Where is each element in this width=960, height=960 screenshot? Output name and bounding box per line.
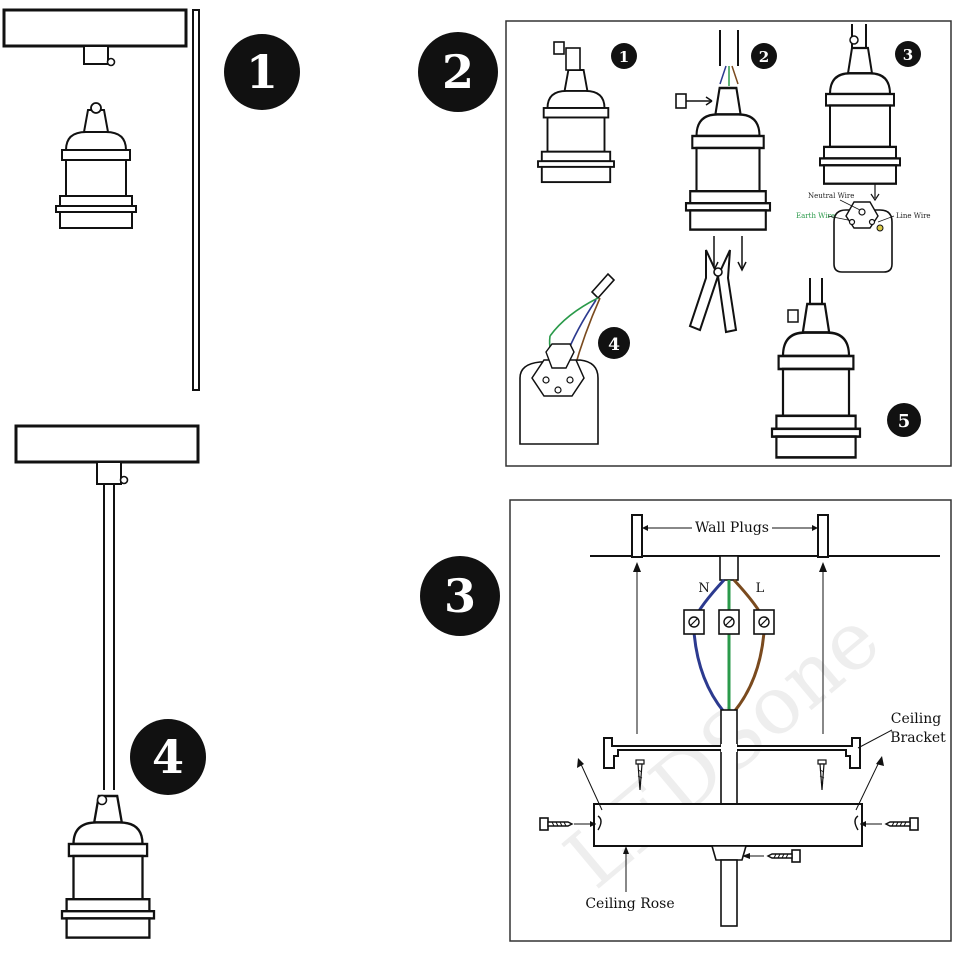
- line-wire-label: Line Wire: [896, 212, 931, 220]
- step-badge-4: 4: [130, 719, 206, 795]
- substep-5: 5: [770, 278, 921, 459]
- substep-2: 2: [675, 30, 777, 334]
- step1-panel: 1: [2, 8, 300, 391]
- ceiling-plate: [2, 8, 188, 48]
- bracket-screw-left: [635, 759, 645, 791]
- substep-number-4: 4: [608, 335, 620, 355]
- substep-number-3: 3: [903, 46, 913, 64]
- ceiling-bracket-label-2: Bracket: [890, 730, 946, 746]
- step2-panel: 2 1 2: [418, 20, 952, 467]
- substep-number-1: 1: [619, 48, 629, 66]
- cord-grip: [83, 45, 109, 65]
- step-badge-2: 2: [418, 32, 498, 112]
- substep-1: 1: [537, 41, 637, 184]
- step-number-2: 2: [442, 45, 474, 99]
- terminal-blocks: [683, 609, 775, 635]
- step-number-3: 3: [444, 569, 476, 623]
- step-number-1: 1: [246, 45, 278, 99]
- cord-rod: [192, 9, 200, 391]
- bracket-screw-right: [817, 759, 827, 791]
- lamp-holder: [60, 794, 156, 939]
- neutral-wire-label: Neutral Wire: [808, 192, 854, 200]
- line-label: L: [756, 581, 765, 596]
- ceiling-bracket: [603, 737, 861, 769]
- ceiling-rose-label: Ceiling Rose: [585, 896, 674, 912]
- substep-3: 3 Neutral Wire Earth Wire Line Wire: [796, 24, 931, 273]
- lamp-holder: [55, 109, 137, 229]
- substep-number-5: 5: [898, 411, 911, 432]
- step3-panel: 3 LEDSone Wall Plugs N L: [420, 499, 952, 942]
- wall-plugs-label: Wall Plugs: [695, 520, 769, 536]
- earth-wire-label: Earth Wire: [796, 212, 835, 220]
- step-number-4: 4: [152, 730, 184, 784]
- step-badge-3: 3: [420, 556, 500, 636]
- neutral-label: N: [698, 581, 709, 596]
- ceiling-bracket-label-1: Ceiling: [891, 711, 941, 727]
- wall-plug-right: [817, 514, 829, 558]
- ceiling-plate: [14, 424, 200, 464]
- substep-4: 4: [519, 272, 630, 445]
- substep-number-2: 2: [759, 48, 769, 66]
- step-badge-1: 1: [224, 34, 300, 110]
- step4-panel: 4: [14, 424, 206, 939]
- ceiling-rose: [593, 803, 863, 847]
- wall-plug-left: [631, 514, 643, 558]
